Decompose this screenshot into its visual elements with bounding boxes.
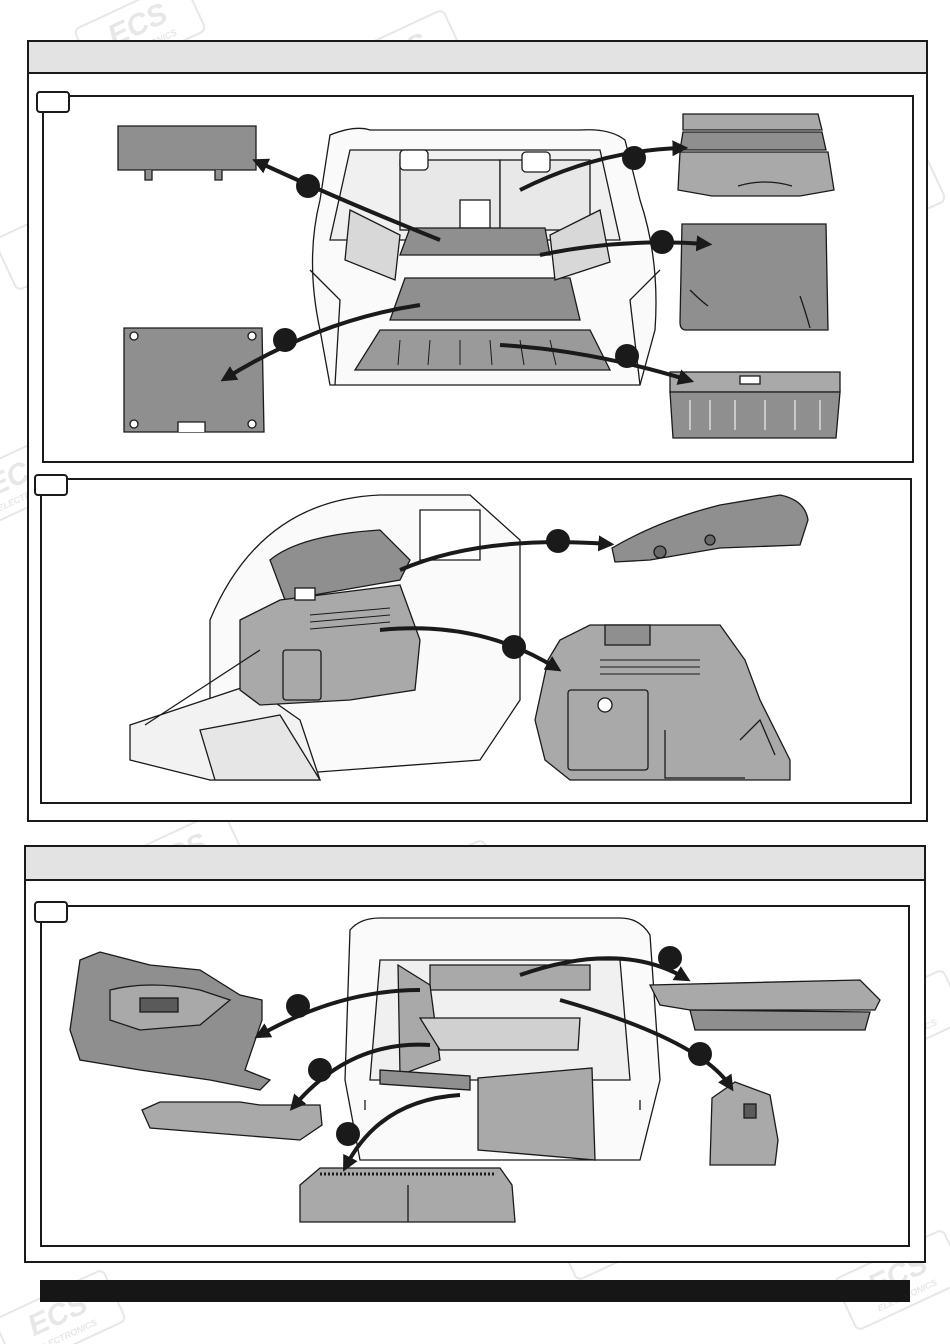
callout-dot-icon — [273, 328, 297, 352]
upper-trim-panel — [269, 529, 411, 601]
step-2-arrows — [379, 535, 615, 672]
callout-dot-icon — [688, 1042, 712, 1066]
part-side-lid — [123, 327, 265, 433]
callout-dot-icon — [650, 230, 674, 254]
callout-dot-icon — [502, 635, 526, 659]
part-corner-trim — [709, 1081, 779, 1166]
part-parcel-shelf — [677, 113, 835, 197]
step-3-arrows — [254, 956, 734, 1172]
arrow-icon — [379, 626, 562, 672]
step-2-illustration — [129, 494, 809, 781]
arrow-icon — [252, 158, 441, 242]
step-3-callouts — [286, 946, 712, 1146]
floor-board-raised — [477, 1067, 596, 1161]
callout-dot-icon — [296, 174, 320, 198]
part-cargo-cover — [679, 223, 829, 331]
callout-dot-icon — [336, 1122, 360, 1146]
step-3-tab — [34, 901, 68, 923]
callout-dot-icon — [658, 946, 682, 970]
step-1-callouts — [273, 146, 674, 368]
arrow-icon — [343, 1093, 461, 1172]
arrow-icon — [559, 998, 734, 1092]
arrow-icon — [519, 956, 691, 982]
step-1-arrows — [220, 140, 713, 385]
section-1-header — [29, 42, 926, 74]
step-1-illustration — [117, 113, 841, 439]
step-3-illustration — [69, 917, 881, 1223]
footer-bar — [40, 1280, 910, 1302]
callout-dot-icon — [622, 146, 646, 170]
arrow-icon — [539, 235, 713, 257]
cargo-tray — [353, 329, 612, 371]
step-2-callouts — [502, 529, 570, 659]
section-2-header — [26, 847, 924, 881]
arrow-icon — [499, 343, 695, 385]
callout-dot-icon — [308, 1058, 332, 1082]
callout-dot-icon — [615, 344, 639, 368]
part-luggage-cover — [648, 979, 881, 1011]
arrow-icon — [399, 535, 615, 572]
arrow-icon — [519, 140, 689, 192]
part-storage-box — [669, 371, 841, 439]
callout-dot-icon — [286, 994, 310, 1018]
callout-dot-icon — [546, 529, 570, 553]
arrow-icon — [254, 988, 421, 1039]
arrow-icon — [220, 303, 421, 382]
part-sill-trim — [141, 1101, 323, 1141]
part-upper-trim — [611, 494, 809, 563]
cargo-floor-mid — [389, 277, 581, 321]
step-2-tab — [34, 474, 68, 496]
part-floor-board — [117, 125, 257, 171]
arrow-icon — [289, 1042, 431, 1111]
step-1-tab — [36, 91, 70, 113]
